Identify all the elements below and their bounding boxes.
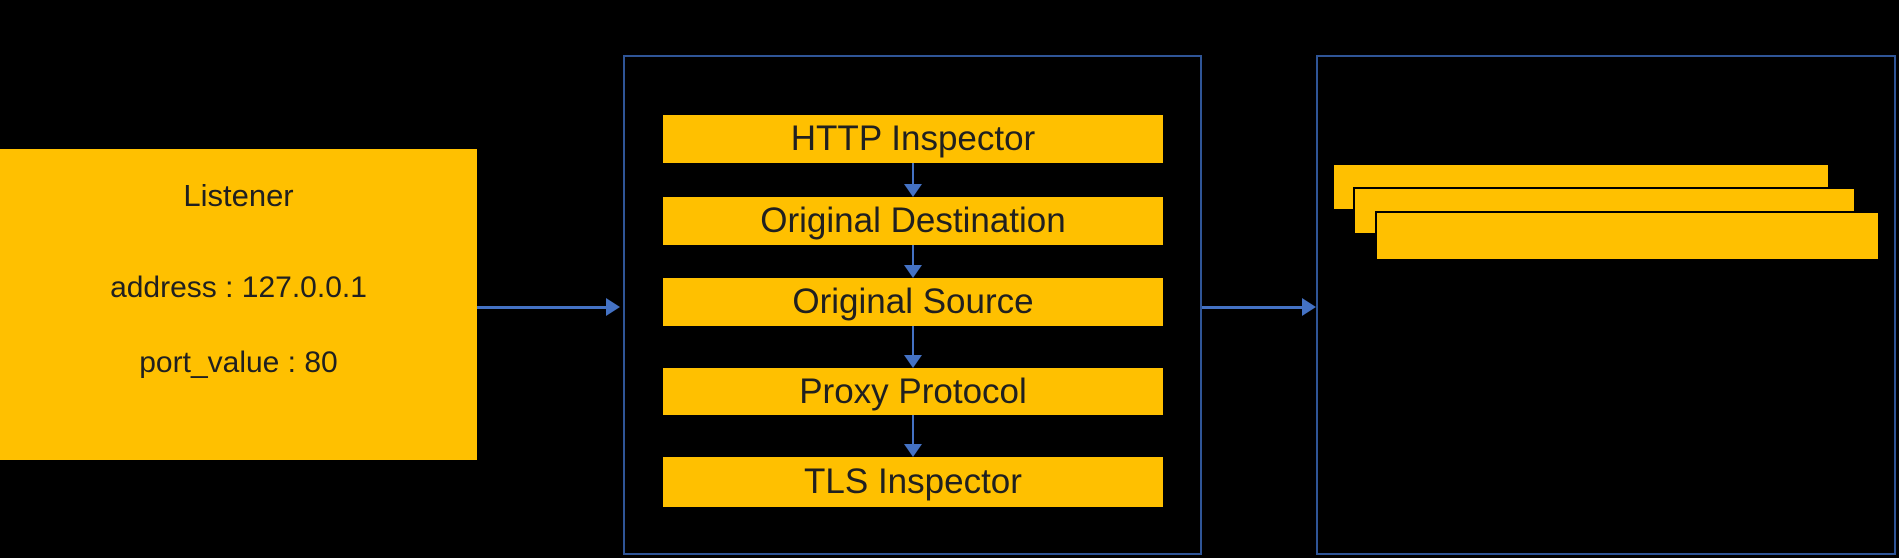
filter-bar-original-source: Original Source	[663, 278, 1163, 326]
listener-filters-box: HTTP Inspector Original Destination Orig…	[623, 55, 1202, 555]
arrow-head-right-icon	[606, 298, 620, 316]
arrow-head-down-icon	[904, 444, 922, 457]
arrow-line	[912, 415, 914, 444]
arrow-line	[912, 163, 914, 184]
arrow-line	[912, 326, 914, 355]
filter-bar-tls-inspector: TLS Inspector	[663, 457, 1163, 507]
filter-chains-box	[1316, 55, 1896, 555]
listener-address: address : 127.0.0.1	[110, 271, 367, 304]
listener-title: Listener	[183, 178, 294, 213]
arrow-head-right-icon	[1302, 298, 1316, 316]
filter-bar-proxy-protocol: Proxy Protocol	[663, 368, 1163, 415]
arrow-head-down-icon	[904, 355, 922, 368]
listener-node: Listener address : 127.0.0.1 port_value …	[0, 149, 477, 460]
arrow-head-down-icon	[904, 265, 922, 278]
chain-card	[1375, 211, 1880, 261]
arrow-line	[1202, 306, 1303, 309]
filter-bar-http-inspector: HTTP Inspector	[663, 115, 1163, 163]
arrow-line	[912, 245, 914, 265]
arrow-line	[477, 306, 607, 309]
arrow-head-down-icon	[904, 184, 922, 197]
listener-port: port_value : 80	[139, 346, 338, 379]
filter-bar-original-destination: Original Destination	[663, 197, 1163, 245]
